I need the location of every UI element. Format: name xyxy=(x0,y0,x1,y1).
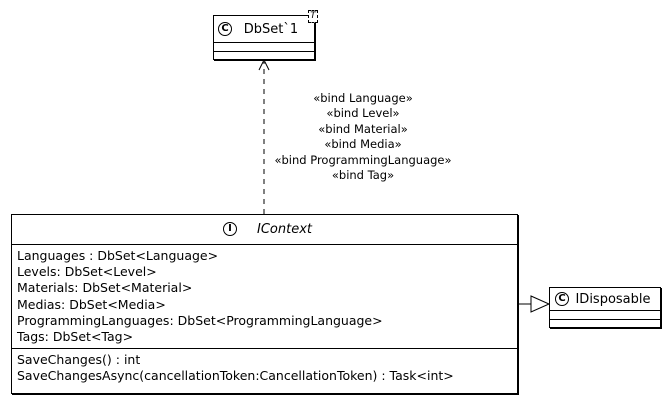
dbset-class-header: C DbSet`1 xyxy=(214,16,314,42)
bind-label: «bind Material» xyxy=(318,121,408,136)
bind-label: «bind ProgrammingLanguage» xyxy=(274,152,452,167)
idisposable-methods-compartment xyxy=(550,319,660,328)
class-stereotype-icon: C xyxy=(218,22,232,36)
dependency-arrowhead xyxy=(258,58,270,71)
field-item: Languages : DbSet<Language> xyxy=(17,248,219,263)
field-item: Levels: DbSet<Level> xyxy=(17,264,157,280)
dbset-methods-compartment xyxy=(214,51,314,60)
icontext-methods-compartment: SaveChanges() : int SaveChangesAsync(can… xyxy=(12,348,517,386)
idisposable-fields-compartment xyxy=(550,310,660,319)
class-stereotype-icon: C xyxy=(555,292,569,306)
dbset-fields-compartment xyxy=(214,42,314,51)
icontext-name: IContext xyxy=(257,222,312,237)
bind-label: «bind Language» xyxy=(313,91,413,105)
bind-label: «bind Level» xyxy=(326,106,400,121)
field-item: Medias: DbSet<Media> xyxy=(17,296,166,312)
bind-label: «bind Tag» xyxy=(331,168,395,183)
field-item: Tags: DbSet<Tag> xyxy=(17,329,134,345)
bind-labels: «bind Language» «bind Level» «bind Mater… xyxy=(258,91,468,183)
dbset-type-parameter: T xyxy=(308,10,318,23)
interface-stereotype-icon: I xyxy=(223,222,237,236)
method-item: SaveChanges() : int xyxy=(17,352,141,368)
dbset-class-name: DbSet`1 xyxy=(243,21,299,37)
idisposable-class[interactable]: C IDisposable xyxy=(549,287,661,328)
idisposable-header: C IDisposable xyxy=(550,288,660,310)
field-item: Materials: DbSet<Material> xyxy=(17,280,193,296)
bind-label: «bind Media» xyxy=(324,137,402,152)
dbset-class[interactable]: C DbSet`1 xyxy=(213,15,315,60)
icontext-header: I IContext xyxy=(12,215,517,244)
field-item: ProgrammingLanguages: DbSet<ProgrammingL… xyxy=(17,312,383,328)
icontext-interface[interactable]: I IContext Languages : DbSet<Language> L… xyxy=(11,214,518,394)
method-item: SaveChangesAsync(cancellationToken:Cance… xyxy=(17,368,454,384)
inheritance-arrowhead xyxy=(530,295,551,313)
idisposable-name: IDisposable xyxy=(575,291,651,307)
icontext-fields-compartment: Languages : DbSet<Language> Levels: DbSe… xyxy=(12,244,517,348)
